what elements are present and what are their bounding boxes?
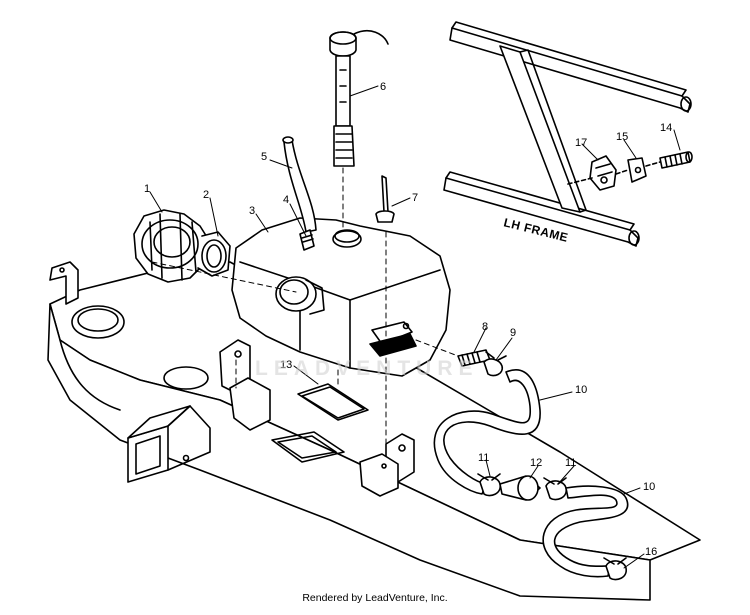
callout-2: 2 [203,189,209,201]
callout-14: 14 [660,122,672,134]
callout-10a: 10 [575,384,587,396]
callout-11a: 11 [478,452,489,464]
callout-7: 7 [412,192,418,204]
callout-11b: 11 [565,457,576,469]
callout-4: 4 [283,194,289,206]
alignment-lines [151,167,459,451]
callout-1: 1 [144,183,150,195]
bracket-assembly [567,151,693,191]
callout-3: 3 [249,205,255,217]
leader-lines [149,85,681,569]
callout-9: 9 [510,327,516,339]
callout-15: 15 [616,131,628,143]
fuel-line [433,349,629,581]
fuel-gauge [329,29,389,167]
footer-credit: Rendered by LeadVenture, Inc. [302,592,448,604]
callout-17: 17 [575,137,587,149]
callout-8: 8 [482,321,488,333]
cap-gasket [197,231,231,277]
callout-6: 6 [380,81,386,93]
fuel-tank [231,217,451,377]
tie-strap [375,175,395,223]
callout-13: 13 [280,359,292,371]
callout-10b: 10 [643,481,655,493]
callout-12: 12 [530,457,542,469]
callout-5: 5 [261,151,267,163]
callout-16: 16 [645,546,657,558]
pad [297,383,369,421]
watermark: LEADVENTURE [255,357,479,380]
lh-frame [443,21,692,247]
